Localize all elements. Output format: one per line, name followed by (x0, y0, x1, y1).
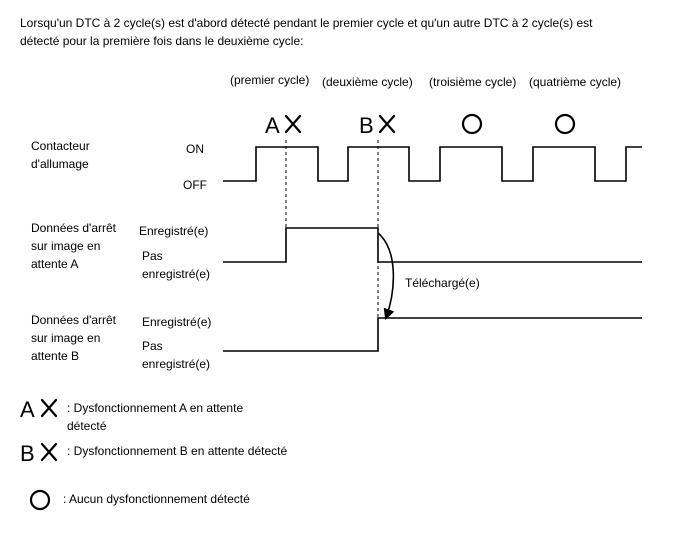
ignition-name-2: d'allumage (31, 157, 89, 171)
cycle-label-1: (premier cycle) (230, 73, 309, 87)
ignition-waveform (223, 146, 642, 182)
legend-circle-icon (29, 489, 51, 511)
cycle-2-marker-letter: B (359, 113, 374, 138)
legend-a-text-1: : Dysfonctionnement A en attente (67, 401, 243, 415)
intro-line-2: détecté pour la première fois dans le de… (20, 34, 303, 48)
transfer-arrow-icon (377, 232, 395, 321)
transfer-label: Téléchargé(e) (405, 276, 480, 290)
legend-b-letter: B (20, 441, 35, 466)
freeze-b-waveform (223, 317, 642, 352)
legend-b-cross-icon (40, 442, 58, 462)
legend-circle-text: : Aucun dysfonctionnement détecté (63, 492, 250, 506)
freeze-a-name-1: Données d'arrêt (31, 221, 117, 235)
cycle-4-circle-icon (554, 113, 576, 135)
legend-a-letter: A (20, 397, 35, 422)
freeze-b-name-1: Données d'arrêt (31, 313, 117, 327)
ignition-off-label: OFF (183, 178, 207, 192)
cycle-label-3: (troisième cycle) (429, 75, 516, 89)
cycle-1-cross-icon (284, 114, 302, 134)
freeze-a-not-stored-label-1: Pas (142, 249, 163, 263)
freeze-a-not-stored-label-2: enregistré(e) (142, 267, 210, 281)
freeze-a-stored-label: Enregistré(e) (139, 224, 208, 238)
cycle-2-cross-icon (378, 114, 396, 134)
freeze-b-name-2: sur image en (31, 331, 100, 345)
freeze-a-waveform (223, 227, 642, 263)
freeze-b-not-stored-label-1: Pas (142, 339, 163, 353)
cycle-label-2: (deuxième cycle) (322, 75, 413, 89)
cycle-1-marker-letter: A (265, 113, 280, 138)
intro-line-1: Lorsqu'un DTC à 2 cycle(s) est d'abord d… (20, 16, 593, 30)
freeze-b-stored-label: Enregistré(e) (142, 315, 211, 329)
legend-a-cross-icon (40, 398, 58, 418)
ignition-on-label: ON (186, 142, 204, 156)
cycle-3-circle-icon (461, 113, 483, 135)
cycle-label-4: (quatrième cycle) (529, 75, 621, 89)
freeze-b-not-stored-label-2: enregistré(e) (142, 357, 210, 371)
freeze-a-name-2: sur image en (31, 239, 100, 253)
legend-a-text-2: détecté (67, 419, 107, 433)
freeze-b-name-3: attente B (31, 349, 79, 363)
ignition-name-1: Contacteur (31, 139, 90, 153)
legend-b-text: : Dysfonctionnement B en attente détecté (67, 444, 287, 458)
freeze-a-name-3: attente A (31, 257, 78, 271)
